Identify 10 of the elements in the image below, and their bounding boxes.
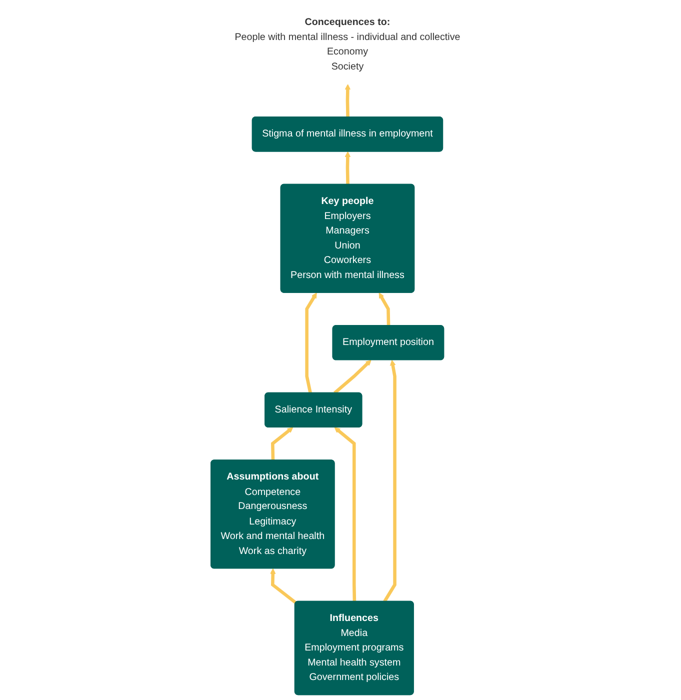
arrow [383,360,396,602]
arrow [334,427,356,602]
arrow [305,292,317,394]
arrow [344,84,351,118]
node-text: Concequences to: People with mental illness - individual and collective Economy Society [234,16,460,72]
arrow [271,427,294,460]
arrow [344,151,351,185]
arrow [270,568,297,604]
arrow [334,360,372,394]
arrow [378,292,390,326]
